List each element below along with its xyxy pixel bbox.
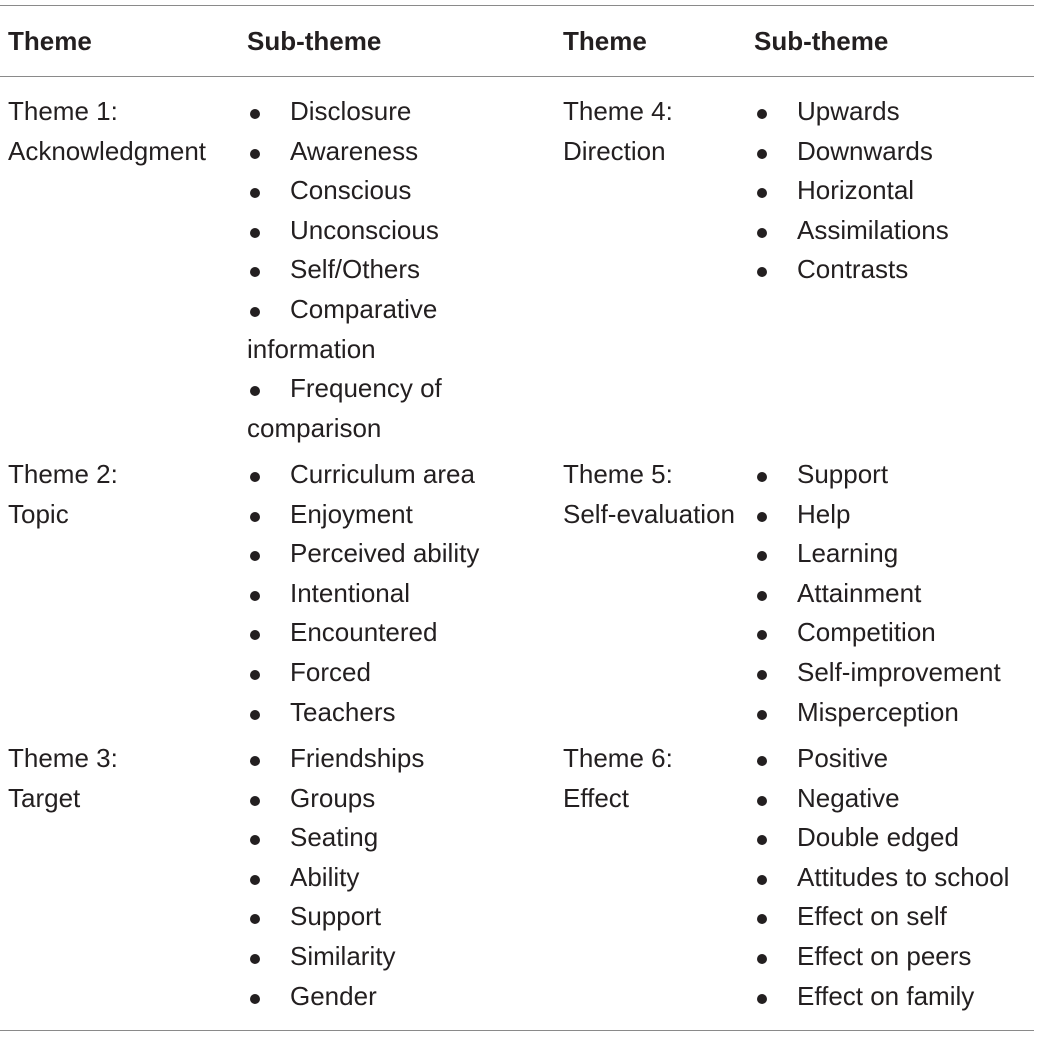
list-item: Similarity <box>247 937 547 977</box>
theme-4-label: Theme 4: Direction <box>563 92 673 171</box>
list-item: Seating <box>247 818 547 858</box>
theme-2-name: Topic <box>8 498 69 529</box>
list-item: Attainment <box>754 574 1038 614</box>
list-item: Positive <box>754 739 1038 779</box>
list-item: Groups <box>247 779 547 819</box>
theme-4-name: Direction <box>563 135 666 166</box>
theme-3-name: Target <box>8 782 81 813</box>
theme-4-number: Theme 4: <box>563 96 673 126</box>
list-item: Unconscious <box>247 211 547 251</box>
list-item: Contrasts <box>754 250 1038 290</box>
list-item: Enjoyment <box>247 495 547 535</box>
list-item: Competition <box>754 613 1038 653</box>
list-item: Curriculum area <box>247 455 547 495</box>
list-item: Effect on peers <box>754 937 1038 977</box>
header-theme-1: Theme <box>8 26 92 56</box>
theme-1-number: Theme 1: <box>8 96 118 126</box>
list-item: Forced <box>247 653 547 693</box>
list-item: Intentional <box>247 574 547 614</box>
table-bottom-rule <box>0 1030 1034 1031</box>
theme-6-label: Theme 6: Effect <box>563 739 673 818</box>
theme-3-subthemes: Friendships Groups Seating Ability Suppo… <box>247 739 547 1016</box>
header-rule <box>0 76 1034 77</box>
theme-6-subthemes: Positive Negative Double edged Attitudes… <box>754 739 1038 1016</box>
list-item: Encountered <box>247 613 547 653</box>
list-item: Effect on family <box>754 977 1038 1017</box>
theme-5-label: Theme 5: Self-evaluation <box>563 455 735 534</box>
list-item: Downwards <box>754 132 1038 172</box>
theme-1-name: Acknowledgment <box>8 135 206 166</box>
header-sub-theme-2: Sub-theme <box>754 26 889 56</box>
list-item: Teachers <box>247 693 547 733</box>
header-theme-2: Theme <box>563 26 647 56</box>
theme-1-subthemes: Disclosure Awareness Conscious Unconscio… <box>247 92 547 448</box>
theme-4-subthemes: Upwards Downwards Horizontal Assimilatio… <box>754 92 1038 290</box>
theme-5-number: Theme 5: <box>563 459 673 489</box>
list-item: Perceived ability <box>247 534 547 574</box>
list-item: Negative <box>754 779 1038 819</box>
theme-2-number: Theme 2: <box>8 459 118 489</box>
list-item: Comparative information <box>247 290 477 369</box>
list-item: Frequency of comparison <box>247 369 477 448</box>
theme-6-name: Effect <box>563 782 630 813</box>
list-item: Support <box>247 897 547 937</box>
theme-5-name: Self-evaluation <box>563 498 735 529</box>
list-item: Attitudes to school <box>754 858 1038 898</box>
theme-1-label: Theme 1: Acknowledgment <box>8 92 206 171</box>
list-item: Self/Others <box>247 250 547 290</box>
header-sub-theme-1: Sub-theme <box>247 26 382 56</box>
list-item: Self-improvement <box>754 653 1038 693</box>
list-item: Conscious <box>247 171 547 211</box>
theme-3-number: Theme 3: <box>8 743 118 773</box>
list-item: Effect on self <box>754 897 1038 937</box>
theme-5-subthemes: Support Help Learning Attainment Competi… <box>754 455 1038 732</box>
list-item: Friendships <box>247 739 547 779</box>
list-item: Assimilations <box>754 211 1038 251</box>
list-item: Ability <box>247 858 547 898</box>
list-item: Upwards <box>754 92 1038 132</box>
theme-6-number: Theme 6: <box>563 743 673 773</box>
list-item: Learning <box>754 534 1038 574</box>
list-item: Awareness <box>247 132 547 172</box>
theme-3-label: Theme 3: Target <box>8 739 118 818</box>
theme-2-subthemes: Curriculum area Enjoyment Perceived abil… <box>247 455 547 732</box>
table-top-rule <box>0 5 1034 6</box>
list-item: Double edged <box>754 818 1038 858</box>
list-item: Support <box>754 455 1038 495</box>
list-item: Disclosure <box>247 92 547 132</box>
list-item: Gender <box>247 977 547 1017</box>
list-item: Misperception <box>754 693 1038 733</box>
list-item: Horizontal <box>754 171 1038 211</box>
theme-2-label: Theme 2: Topic <box>8 455 118 534</box>
list-item: Help <box>754 495 1038 535</box>
